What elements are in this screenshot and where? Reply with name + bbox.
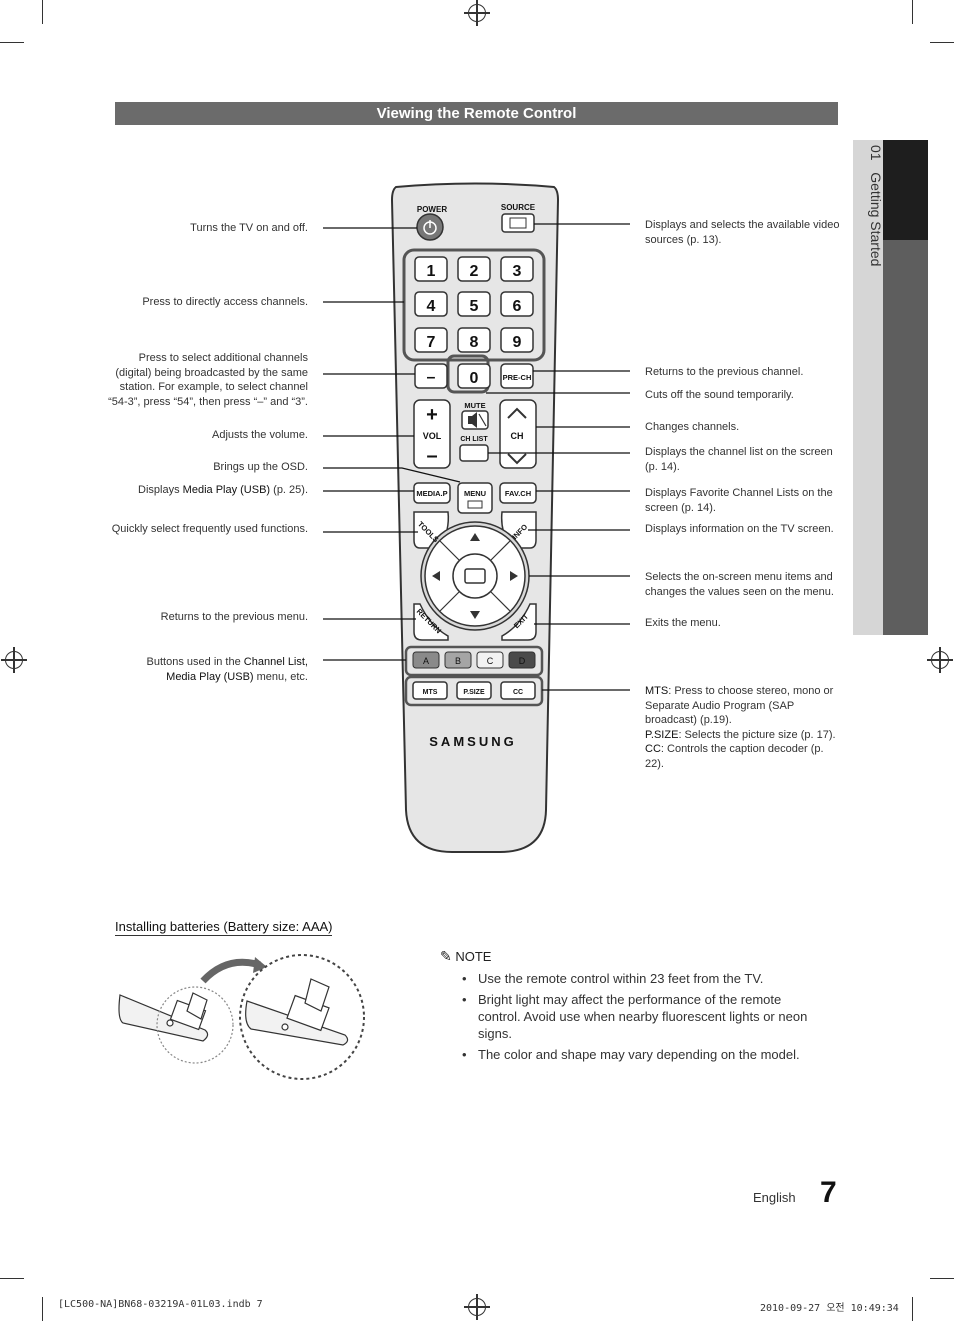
crop-mark [42,1297,43,1321]
callout-channel: Changes channels. [645,421,740,433]
crop-mark [0,42,24,43]
remote-brand-logo: SAMSUNG [429,734,516,749]
note-item: Use the remote control within 23 feet fr… [462,970,824,987]
remote-key-6: 6 [513,298,522,315]
callout-number-keys: Press to directly access channels. [142,296,308,308]
print-datetime: 2010-09-27 오전 10:49:34 [760,1303,899,1314]
svg-text:+: + [426,404,438,426]
note-pencil-icon: ✎ [440,948,452,964]
remote-key-8: 8 [470,334,479,351]
callout-prech: Returns to the previous channel. [645,366,804,378]
callout-tools: Quickly select frequently used functions… [111,523,308,535]
callout-dash-key: Press to select additional channels (dig… [108,352,308,408]
remote-ch-label: CH [511,431,524,441]
callout-mute: Cuts off the sound temporarily. [645,389,794,401]
crop-mark [930,1278,954,1279]
callout-bottom-keys: MTS: Press to choose stereo, mono or Sep… [645,685,836,770]
remote-chlist-label: CH LIST [460,436,488,443]
battery-installation-illustration [118,954,365,1080]
remote-vol-label: VOL [423,431,442,441]
remote-mute-label: MUTE [464,401,485,410]
remote-key-9: 9 [513,334,522,351]
remote-mts-label: MTS [423,689,438,696]
callout-source: Displays and selects the available video… [645,219,840,246]
remote-prech-label: PRE-CH [503,373,532,382]
registration-mark-icon [464,0,490,26]
side-tab-background [853,140,883,635]
callout-volume: Adjusts the volume. [212,429,308,441]
chapter-title: Getting Started [868,172,884,267]
remote-key-2: 2 [470,263,479,280]
remote-cc-label: CC [513,689,523,696]
remote-key-3: 3 [513,263,522,280]
remote-key-7: 7 [427,334,436,351]
remote-color-d: D [519,656,526,666]
registration-mark-icon [927,647,953,673]
registration-mark-icon [1,647,27,673]
callout-ch-list: Displays the channel list on the screen … [645,446,833,473]
callout-navigation: Selects the on-screen menu items and cha… [645,571,834,598]
remote-color-b: B [455,656,461,666]
remote-color-a: A [423,656,429,666]
note-list: Use the remote control within 23 feet fr… [462,970,824,1067]
crop-mark [42,0,43,24]
remote-control-illustration: POWER SOURCE 1 2 3 4 5 6 7 8 9 – 0 PRE-C… [323,182,630,853]
callout-color-buttons: Buttons used in the Channel List,Media P… [146,656,308,683]
callout-media-play: Displays Media Play (USB) (p. 25). [138,484,308,496]
side-tab-marker [883,140,928,240]
remote-key-dash: – [427,369,436,386]
remote-power-label: POWER [417,205,447,214]
note-heading: ✎ NOTE [440,948,492,964]
callout-exit: Exits the menu. [645,617,721,629]
callout-fav-ch: Displays Favorite Channel Lists on the s… [645,487,833,514]
crop-mark [912,0,913,24]
remote-key-4: 4 [427,298,436,315]
callout-info: Displays information on the TV screen. [645,523,834,535]
side-tab-label: 01 Getting Started [868,145,884,266]
remote-source-label: SOURCE [501,203,536,212]
remote-mediap-label: MEDIA.P [416,489,447,498]
callout-return: Returns to the previous menu. [160,611,308,623]
print-file-info: [LC500-NA]BN68-03219A-01L03.indb 7 [58,1299,263,1310]
crop-mark [930,42,954,43]
remote-color-c: C [487,656,494,666]
svg-text:–: – [426,445,437,467]
footer-language: English [753,1190,796,1205]
crop-mark [0,1278,24,1279]
remote-psize-label: P.SIZE [463,689,485,696]
remote-key-0: 0 [470,370,479,387]
remote-key-1: 1 [427,263,436,280]
callout-menu: Brings up the OSD. [213,461,308,473]
callout-power: Turns the TV on and off. [190,222,308,234]
section-title: Viewing the Remote Control [115,102,838,125]
crop-mark [912,1297,913,1321]
remote-key-5: 5 [470,298,479,315]
chapter-number: 01 [868,145,884,161]
battery-section-title: Installing batteries (Battery size: AAA) [115,919,333,936]
page-number: 7 [820,1176,837,1209]
note-item: Bright light may affect the performance … [462,991,824,1042]
registration-mark-icon [464,1294,490,1320]
note-item: The color and shape may vary depending o… [462,1046,824,1063]
remote-menu-label: MENU [464,489,486,498]
remote-favch-label: FAV.CH [505,489,531,498]
